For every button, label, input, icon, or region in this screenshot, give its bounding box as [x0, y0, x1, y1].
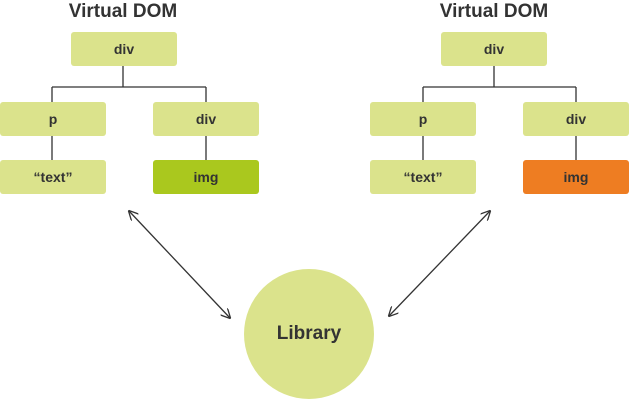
left-div-node: div — [153, 102, 259, 136]
left-tree-connectors — [51, 66, 207, 160]
right-text-node: “text” — [370, 160, 476, 194]
left-double-arrow — [129, 211, 230, 318]
right-div-node: div — [523, 102, 629, 136]
library-label: Library — [276, 323, 342, 344]
right-tree-title: Virtual DOM — [439, 1, 549, 22]
left-text-node: “text” — [0, 160, 106, 194]
left-root-div-node: div — [71, 32, 177, 66]
left-img-node: img — [153, 160, 259, 194]
left-p-node: p — [0, 102, 106, 136]
right-double-arrow — [389, 211, 490, 316]
right-img-node: img — [523, 160, 629, 194]
right-p-node: p — [370, 102, 476, 136]
library-circle: Library — [244, 269, 374, 399]
right-root-div-node: div — [441, 32, 547, 66]
right-tree-connectors — [422, 66, 577, 160]
left-tree-title: Virtual DOM — [68, 1, 178, 22]
